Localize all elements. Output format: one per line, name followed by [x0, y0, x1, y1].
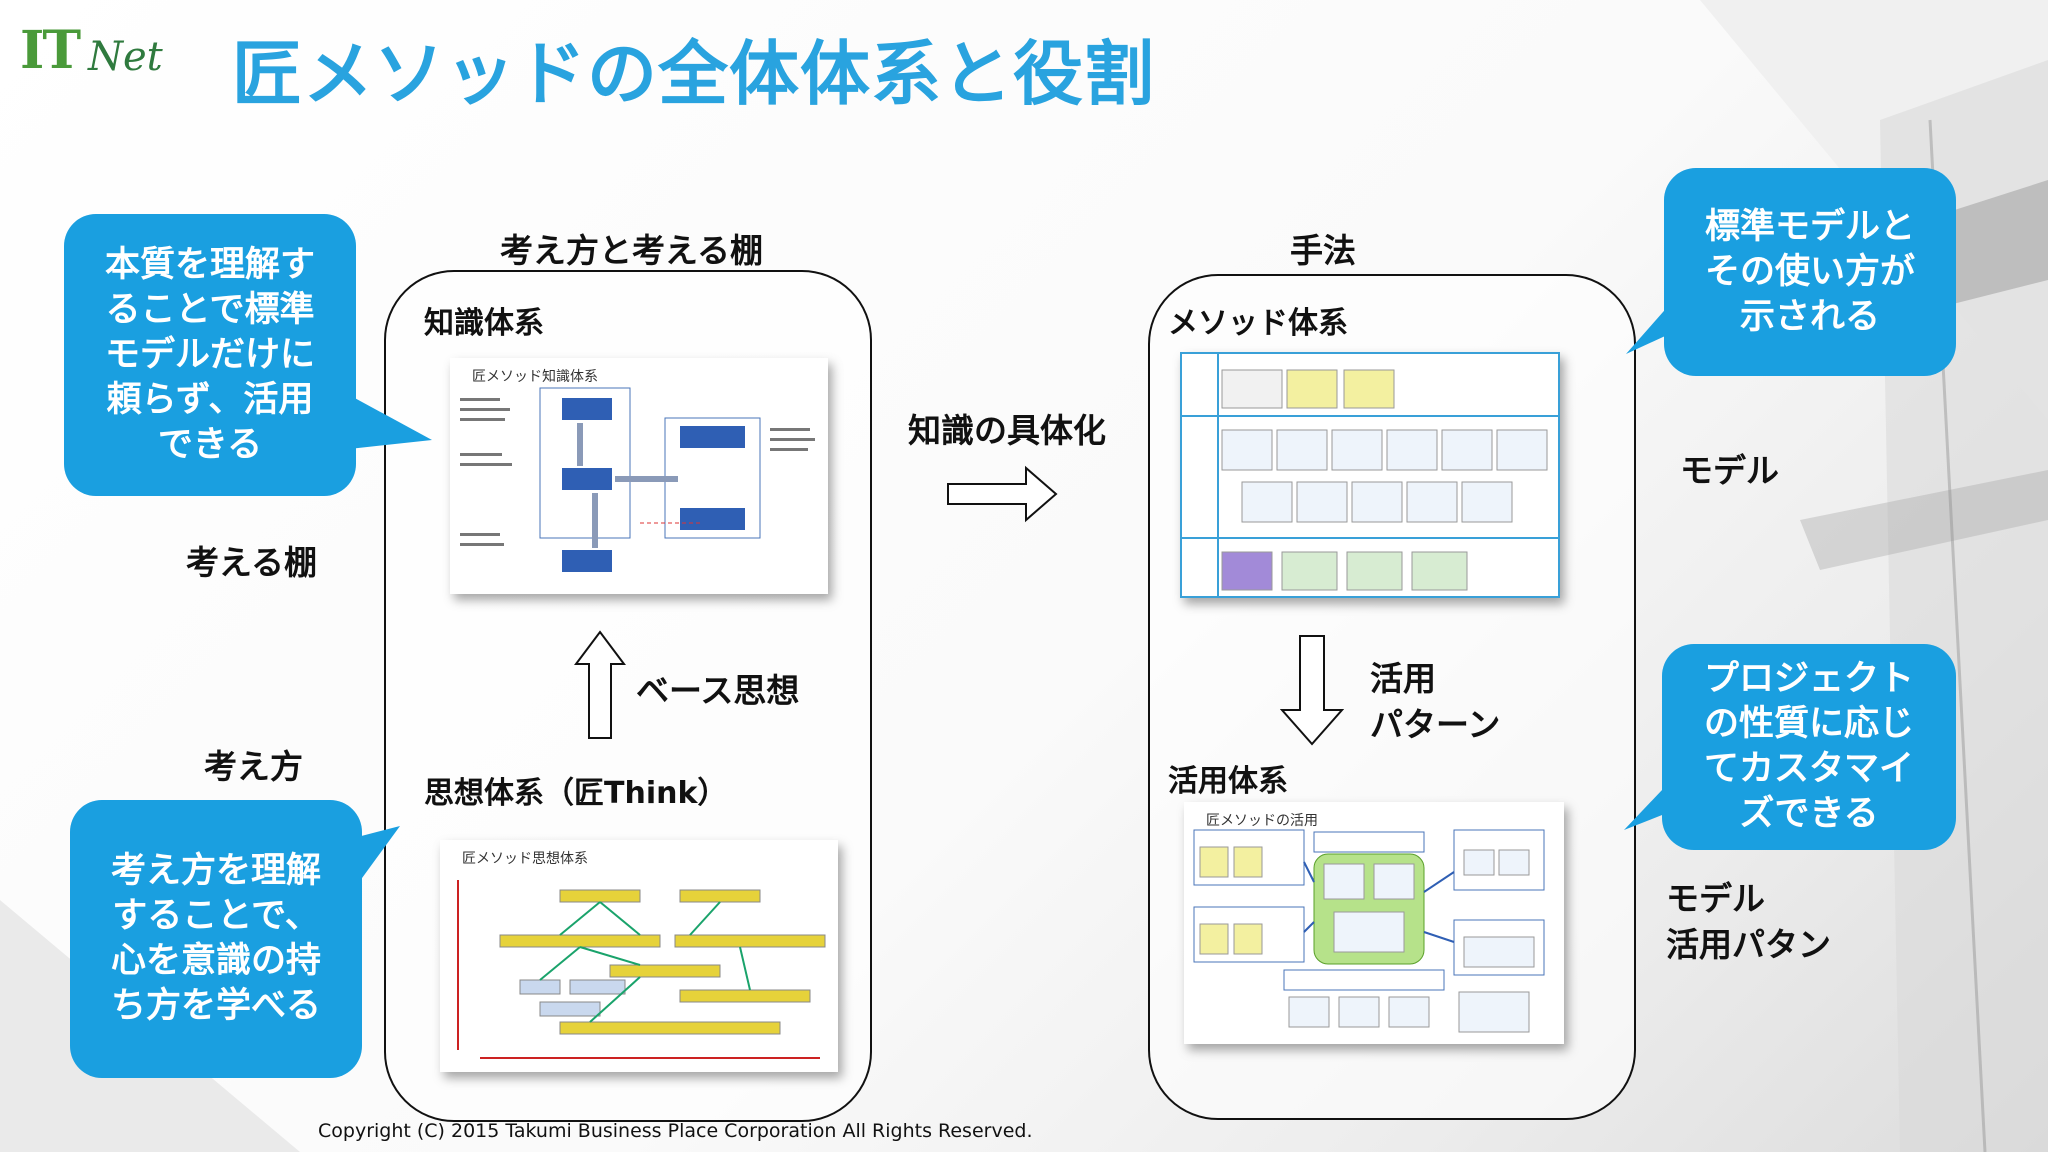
knowledge-thumb-title: 匠メソッド知識体系 [472, 369, 598, 385]
thought-thumb-title: 匠メソッド思想体系 [462, 851, 588, 867]
apply-system-thumbnail: 匠メソッドの活用 [1184, 802, 1564, 1044]
model-label-2: モデル [1666, 879, 1765, 918]
knowledge-concretization-label: 知識の具体化 [908, 411, 1106, 450]
apply-diagram [1193, 829, 1545, 1033]
pattern-label-line1: 活用 [1370, 659, 1436, 698]
thought-system-label: 思想体系（匠Think） [424, 776, 728, 811]
base-thought-arrow [574, 630, 626, 739]
bubble-top-left: 本質を理解す ることで標準 モデルだけに 頼らず、活用 できる [64, 214, 356, 496]
apply-thumb-title: 匠メソッドの活用 [1206, 813, 1318, 829]
thinking-shelf-label: 考える棚 [186, 543, 318, 582]
knowledge-system-label: 知識体系 [424, 306, 544, 341]
apply-system-label: 活用体系 [1168, 764, 1288, 799]
knowledge-system-thumbnail: 匠メソッド知識体系 [450, 358, 828, 594]
left-panel-header: 考え方と考える棚 [500, 231, 764, 270]
pattern-arrow [1280, 635, 1344, 746]
method-diagram [1182, 354, 1558, 596]
thought-diagram [457, 880, 826, 1059]
bubble-top-right: 標準モデルと その使い方が 示される [1664, 168, 1956, 376]
pattern-label-line2: パターン [1370, 705, 1501, 744]
method-system-label: メソッド体系 [1168, 306, 1348, 341]
base-thought-label: ベース思想 [636, 671, 800, 710]
model-label: モデル [1680, 451, 1779, 490]
thought-system-thumbnail: 匠メソッド思想体系 [440, 840, 838, 1072]
way-of-thinking-label: 考え方 [204, 747, 303, 786]
bubble-bottom-right: プロジェクト の性質に応じ てカスタマイ ズできる [1662, 644, 1956, 850]
bubble-bottom-left: 考え方を理解 することで、 心を意識の持 ち方を学べる [70, 800, 362, 1078]
concretization-arrow [947, 465, 1058, 523]
usage-pattern-label: 活用パタン [1666, 925, 1831, 964]
copyright-text: Copyright (C) 2015 Takumi Business Place… [318, 1120, 1033, 1142]
method-system-thumbnail [1180, 352, 1560, 598]
slide-title: 匠メソッドの全体体系と役割 [232, 33, 1155, 115]
logo-net-text: Net [88, 34, 163, 80]
right-panel-header: 手法 [1290, 231, 1356, 270]
logo-it-text: IT [20, 20, 81, 81]
itnet-logo: IT Net [20, 20, 180, 90]
bubble-tail-top-left [340, 390, 432, 450]
knowledge-diagram [460, 387, 815, 572]
